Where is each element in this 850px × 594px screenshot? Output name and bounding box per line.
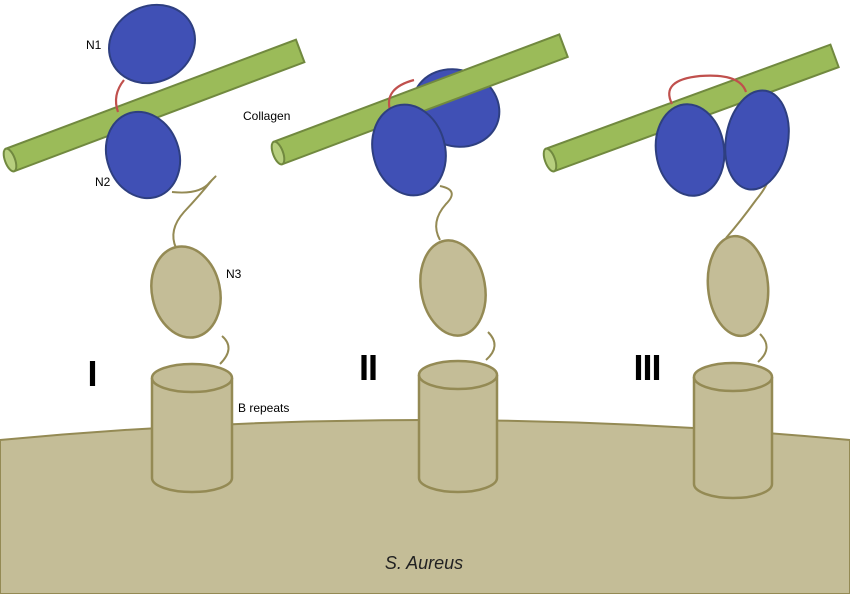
organism-label: S. Aureus bbox=[385, 553, 463, 573]
stage-label: III bbox=[633, 347, 660, 388]
collagen-label: Collagen bbox=[243, 109, 290, 123]
n2-domain bbox=[371, 103, 447, 197]
b-repeats-cylinder bbox=[150, 362, 234, 494]
panel-stage-1: I bbox=[2, 3, 306, 494]
stage-label: I bbox=[87, 353, 96, 394]
linker-b-n3 bbox=[757, 333, 768, 363]
n3-domain bbox=[706, 234, 770, 338]
stage-label: II bbox=[359, 347, 377, 388]
n1-label: N1 bbox=[86, 38, 102, 52]
n1-domain bbox=[724, 89, 790, 191]
panel-stage-2: II bbox=[270, 33, 570, 494]
n3-label: N3 bbox=[226, 267, 242, 281]
n1-domain bbox=[108, 3, 196, 85]
linker-n1-n2 bbox=[114, 79, 125, 113]
linker-n3-n2 bbox=[435, 185, 453, 241]
b-repeats-label: B repeats bbox=[238, 401, 289, 415]
n2-domain bbox=[654, 103, 726, 197]
b-repeats-cylinder bbox=[692, 361, 774, 500]
b-repeats-cylinder bbox=[417, 359, 499, 494]
linker-b-n3 bbox=[485, 331, 496, 361]
n2-domain bbox=[104, 110, 182, 200]
panel-stage-3: III bbox=[542, 43, 840, 500]
n2-label: N2 bbox=[95, 175, 111, 189]
collagen-rod bbox=[2, 38, 306, 173]
n3-domain bbox=[419, 239, 487, 337]
linker-n1-n2 bbox=[668, 74, 748, 105]
collagen-rod bbox=[270, 33, 570, 166]
linker-n1-n2 bbox=[387, 78, 415, 111]
linker-b-n3 bbox=[219, 335, 230, 365]
linker-n3-n2 bbox=[171, 175, 217, 249]
n3-domain bbox=[150, 245, 222, 339]
